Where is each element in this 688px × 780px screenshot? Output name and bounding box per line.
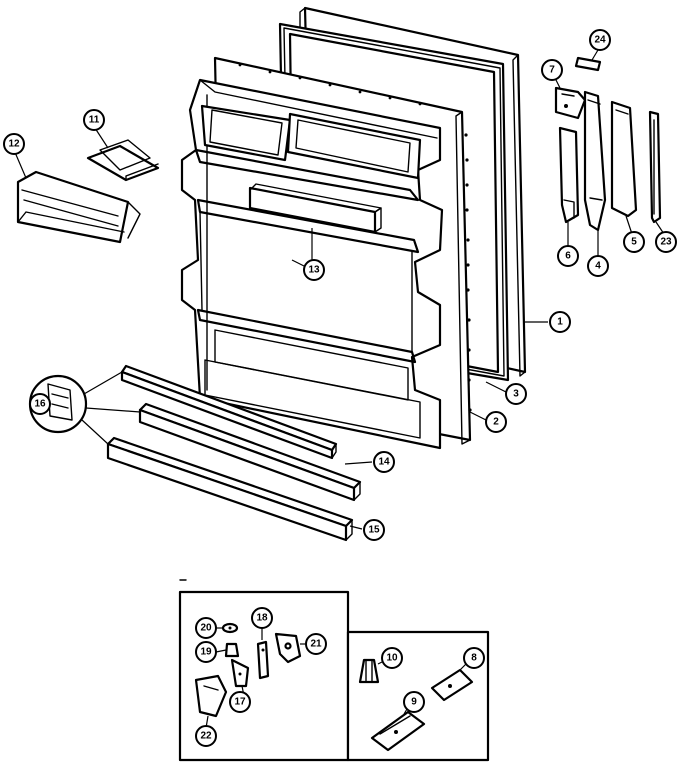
callout-17: 17	[229, 691, 251, 713]
washer-20	[221, 622, 239, 634]
callout-23: 23	[655, 231, 677, 253]
svg-text:18: 18	[256, 613, 268, 624]
callout-9: 9	[403, 691, 425, 713]
svg-text:17: 17	[234, 697, 246, 708]
svg-text:12: 12	[8, 139, 20, 150]
callout-20: 20	[195, 617, 217, 639]
svg-text:1: 1	[557, 317, 563, 328]
hinge-strap-4	[583, 90, 607, 256]
callout-18: 18	[251, 607, 273, 629]
bracket-9	[370, 703, 426, 752]
callout-11: 11	[83, 109, 105, 131]
svg-text:21: 21	[310, 639, 322, 650]
svg-text:24: 24	[594, 35, 606, 46]
hinge-strap-6	[558, 126, 580, 246]
callout-15: 15	[363, 519, 385, 541]
svg-text:10: 10	[386, 653, 398, 664]
callout-7: 7	[541, 59, 563, 81]
svg-text:23: 23	[660, 237, 672, 248]
callout-2: 2	[485, 411, 507, 433]
bushing-19	[224, 642, 240, 658]
svg-text:9: 9	[411, 697, 417, 708]
svg-text:6: 6	[565, 251, 571, 262]
callout-21: 21	[305, 633, 327, 655]
callout-10: 10	[381, 647, 403, 669]
svg-text:15: 15	[368, 525, 380, 536]
door-bar-lower	[106, 436, 363, 542]
svg-text:16: 16	[34, 399, 46, 410]
callout-14: 14	[373, 451, 395, 473]
bar-end-cap-detail	[28, 371, 141, 445]
svg-text:3: 3	[513, 389, 519, 400]
svg-text:20: 20	[200, 623, 212, 634]
callout-4: 4	[587, 255, 609, 277]
dairy-door	[86, 127, 160, 182]
svg-text:4: 4	[595, 261, 601, 272]
svg-text:19: 19	[200, 647, 212, 658]
svg-text:7: 7	[549, 65, 555, 76]
callout-8: 8	[463, 647, 485, 669]
callout-3: 3	[505, 383, 527, 405]
callout-19: 19	[195, 641, 217, 663]
hinge-21	[274, 632, 306, 664]
plug-10	[358, 658, 387, 684]
shelf-bar	[248, 183, 382, 262]
callout-12: 12	[3, 133, 25, 155]
pin-18	[256, 626, 270, 680]
callout-6: 6	[557, 245, 579, 267]
svg-text:5: 5	[631, 237, 637, 248]
trim-strip-23	[648, 110, 665, 235]
svg-text:22: 22	[200, 731, 212, 742]
hinge-cover-5	[610, 100, 638, 235]
bracket-8	[430, 663, 474, 702]
hinge-cover-24	[574, 49, 602, 72]
svg-text:13: 13	[308, 265, 320, 276]
svg-text:11: 11	[89, 115, 100, 126]
svg-text:2: 2	[493, 417, 499, 428]
hinge-7	[553, 75, 587, 120]
callout-1: 1	[549, 311, 571, 333]
dairy-compartment	[13, 149, 141, 244]
svg-text:8: 8	[471, 653, 477, 664]
door-bar-upper	[120, 364, 338, 460]
callout-22: 22	[195, 725, 217, 747]
callout-13: 13	[303, 259, 325, 281]
svg-text:14: 14	[378, 457, 390, 468]
callout-16: 16	[29, 393, 51, 415]
door-bar-middle	[138, 402, 373, 502]
bracket-22	[194, 674, 228, 729]
callout-5: 5	[623, 231, 645, 253]
callout-24: 24	[589, 29, 611, 51]
